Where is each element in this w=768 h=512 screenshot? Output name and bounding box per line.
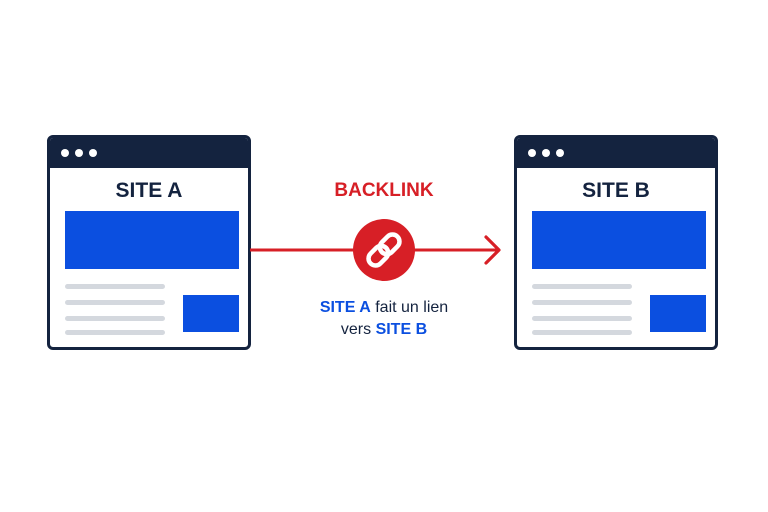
site-a-title: SITE A [115, 179, 183, 202]
content-banner [532, 211, 706, 269]
window-dot-icon [542, 149, 550, 157]
text-line [532, 330, 632, 335]
text-line [65, 316, 165, 321]
chain-link-icon [353, 219, 415, 281]
text-line [532, 316, 632, 321]
site-b-window: SITE B [514, 135, 718, 350]
window-titlebar [517, 138, 715, 168]
window-dot-icon [89, 149, 97, 157]
window-titlebar [50, 138, 248, 168]
content-box [650, 295, 706, 332]
text-line [532, 284, 632, 289]
text-line [65, 284, 165, 289]
backlink-caption: SITE A fait un lien vers SITE B [284, 297, 484, 341]
caption-line-1: SITE A fait un lien [284, 297, 484, 319]
window-dot-icon [61, 149, 69, 157]
backlink-label: BACKLINK [334, 180, 434, 201]
site-a-window: SITE A [47, 135, 251, 350]
caption-site-a: SITE A [319, 299, 371, 316]
caption-line-2: vers SITE B [284, 319, 484, 341]
content-banner [65, 211, 239, 269]
text-line [65, 330, 165, 335]
window-dot-icon [556, 149, 564, 157]
caption-text: vers [340, 321, 372, 338]
arrow-head-icon [484, 235, 501, 265]
text-line [65, 300, 165, 305]
site-b-title: SITE B [582, 179, 650, 202]
content-box [183, 295, 239, 332]
caption-site-b: SITE B [375, 321, 428, 338]
caption-text: fait un lien [375, 299, 449, 316]
window-dot-icon [528, 149, 536, 157]
window-dot-icon [75, 149, 83, 157]
text-line [532, 300, 632, 305]
